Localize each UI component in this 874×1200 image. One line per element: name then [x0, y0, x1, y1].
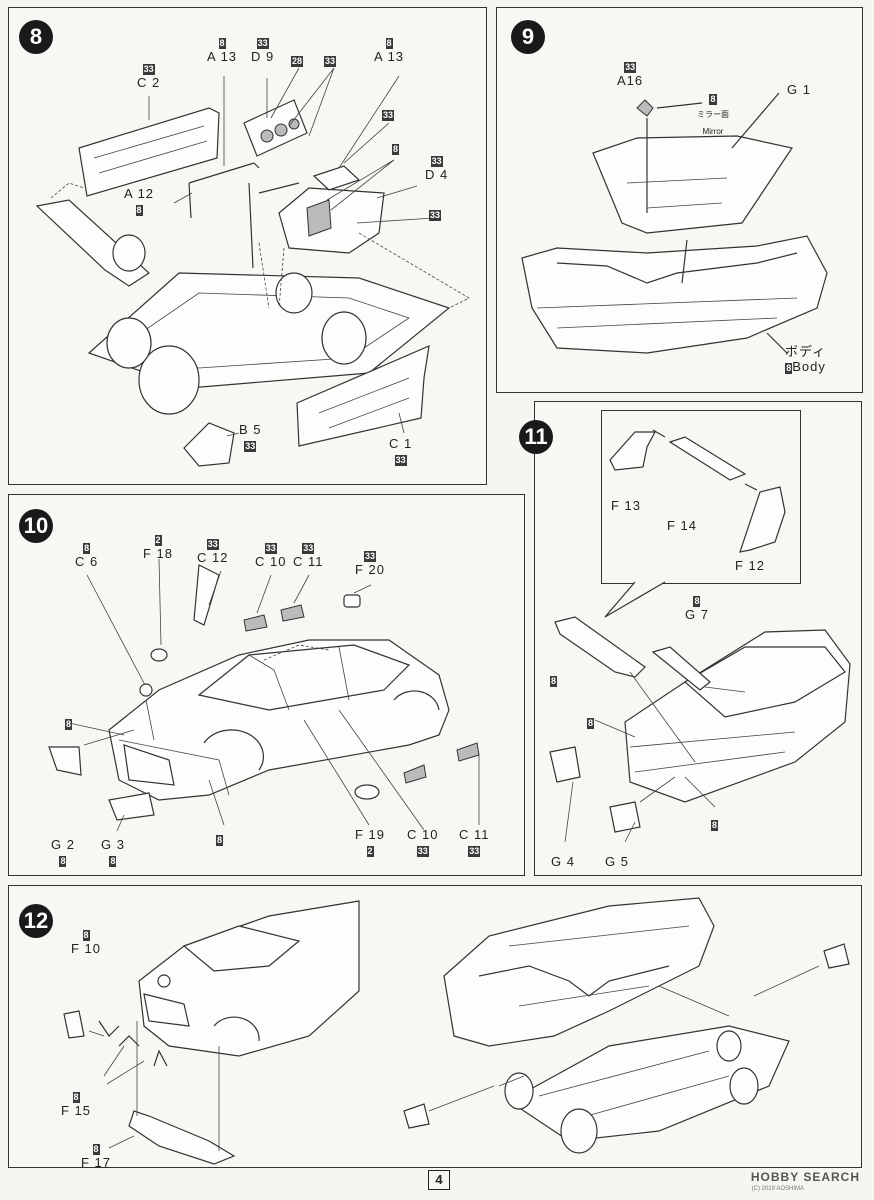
label-code-28: 28	[291, 56, 304, 67]
step-8-number: 8	[19, 20, 53, 54]
step-11-number: 11	[519, 420, 553, 454]
label-f13: F 13	[611, 498, 642, 513]
step-9-number: 9	[511, 20, 545, 54]
step-12-number: 12	[19, 904, 53, 938]
label-f14: F 14	[667, 518, 698, 533]
step-11-illustration	[549, 429, 851, 843]
step-9-illustration	[521, 92, 828, 354]
label-g1: G 1	[787, 82, 811, 97]
label-code-8-engine: 8	[392, 144, 400, 155]
label-code-8-left: 8	[65, 719, 73, 730]
label-code-33-top: 33	[324, 56, 337, 67]
label-code-8-front: 8	[587, 718, 595, 729]
label-code-8-wing: 8	[550, 676, 558, 687]
label-g5: G 5	[605, 854, 629, 869]
step-8-illustration	[35, 67, 470, 467]
watermark-copyright: (C) 2019 AOSHIMA	[751, 1186, 804, 1192]
label-code-8-rear: 8	[711, 820, 719, 831]
label-code-8-bottom: 8	[216, 835, 224, 846]
label-code-33-mid: 33	[382, 110, 395, 121]
step-12-illustration	[63, 897, 850, 1165]
watermark-brand: HOBBY SEARCH	[750, 1170, 860, 1184]
page-number: 4	[428, 1170, 450, 1190]
label-f12: F 12	[735, 558, 766, 573]
step-10-illustration	[48, 558, 480, 832]
label-code-33-right: 33	[429, 210, 442, 221]
label-g4: G 4	[551, 854, 575, 869]
step-10-number: 10	[19, 509, 53, 543]
